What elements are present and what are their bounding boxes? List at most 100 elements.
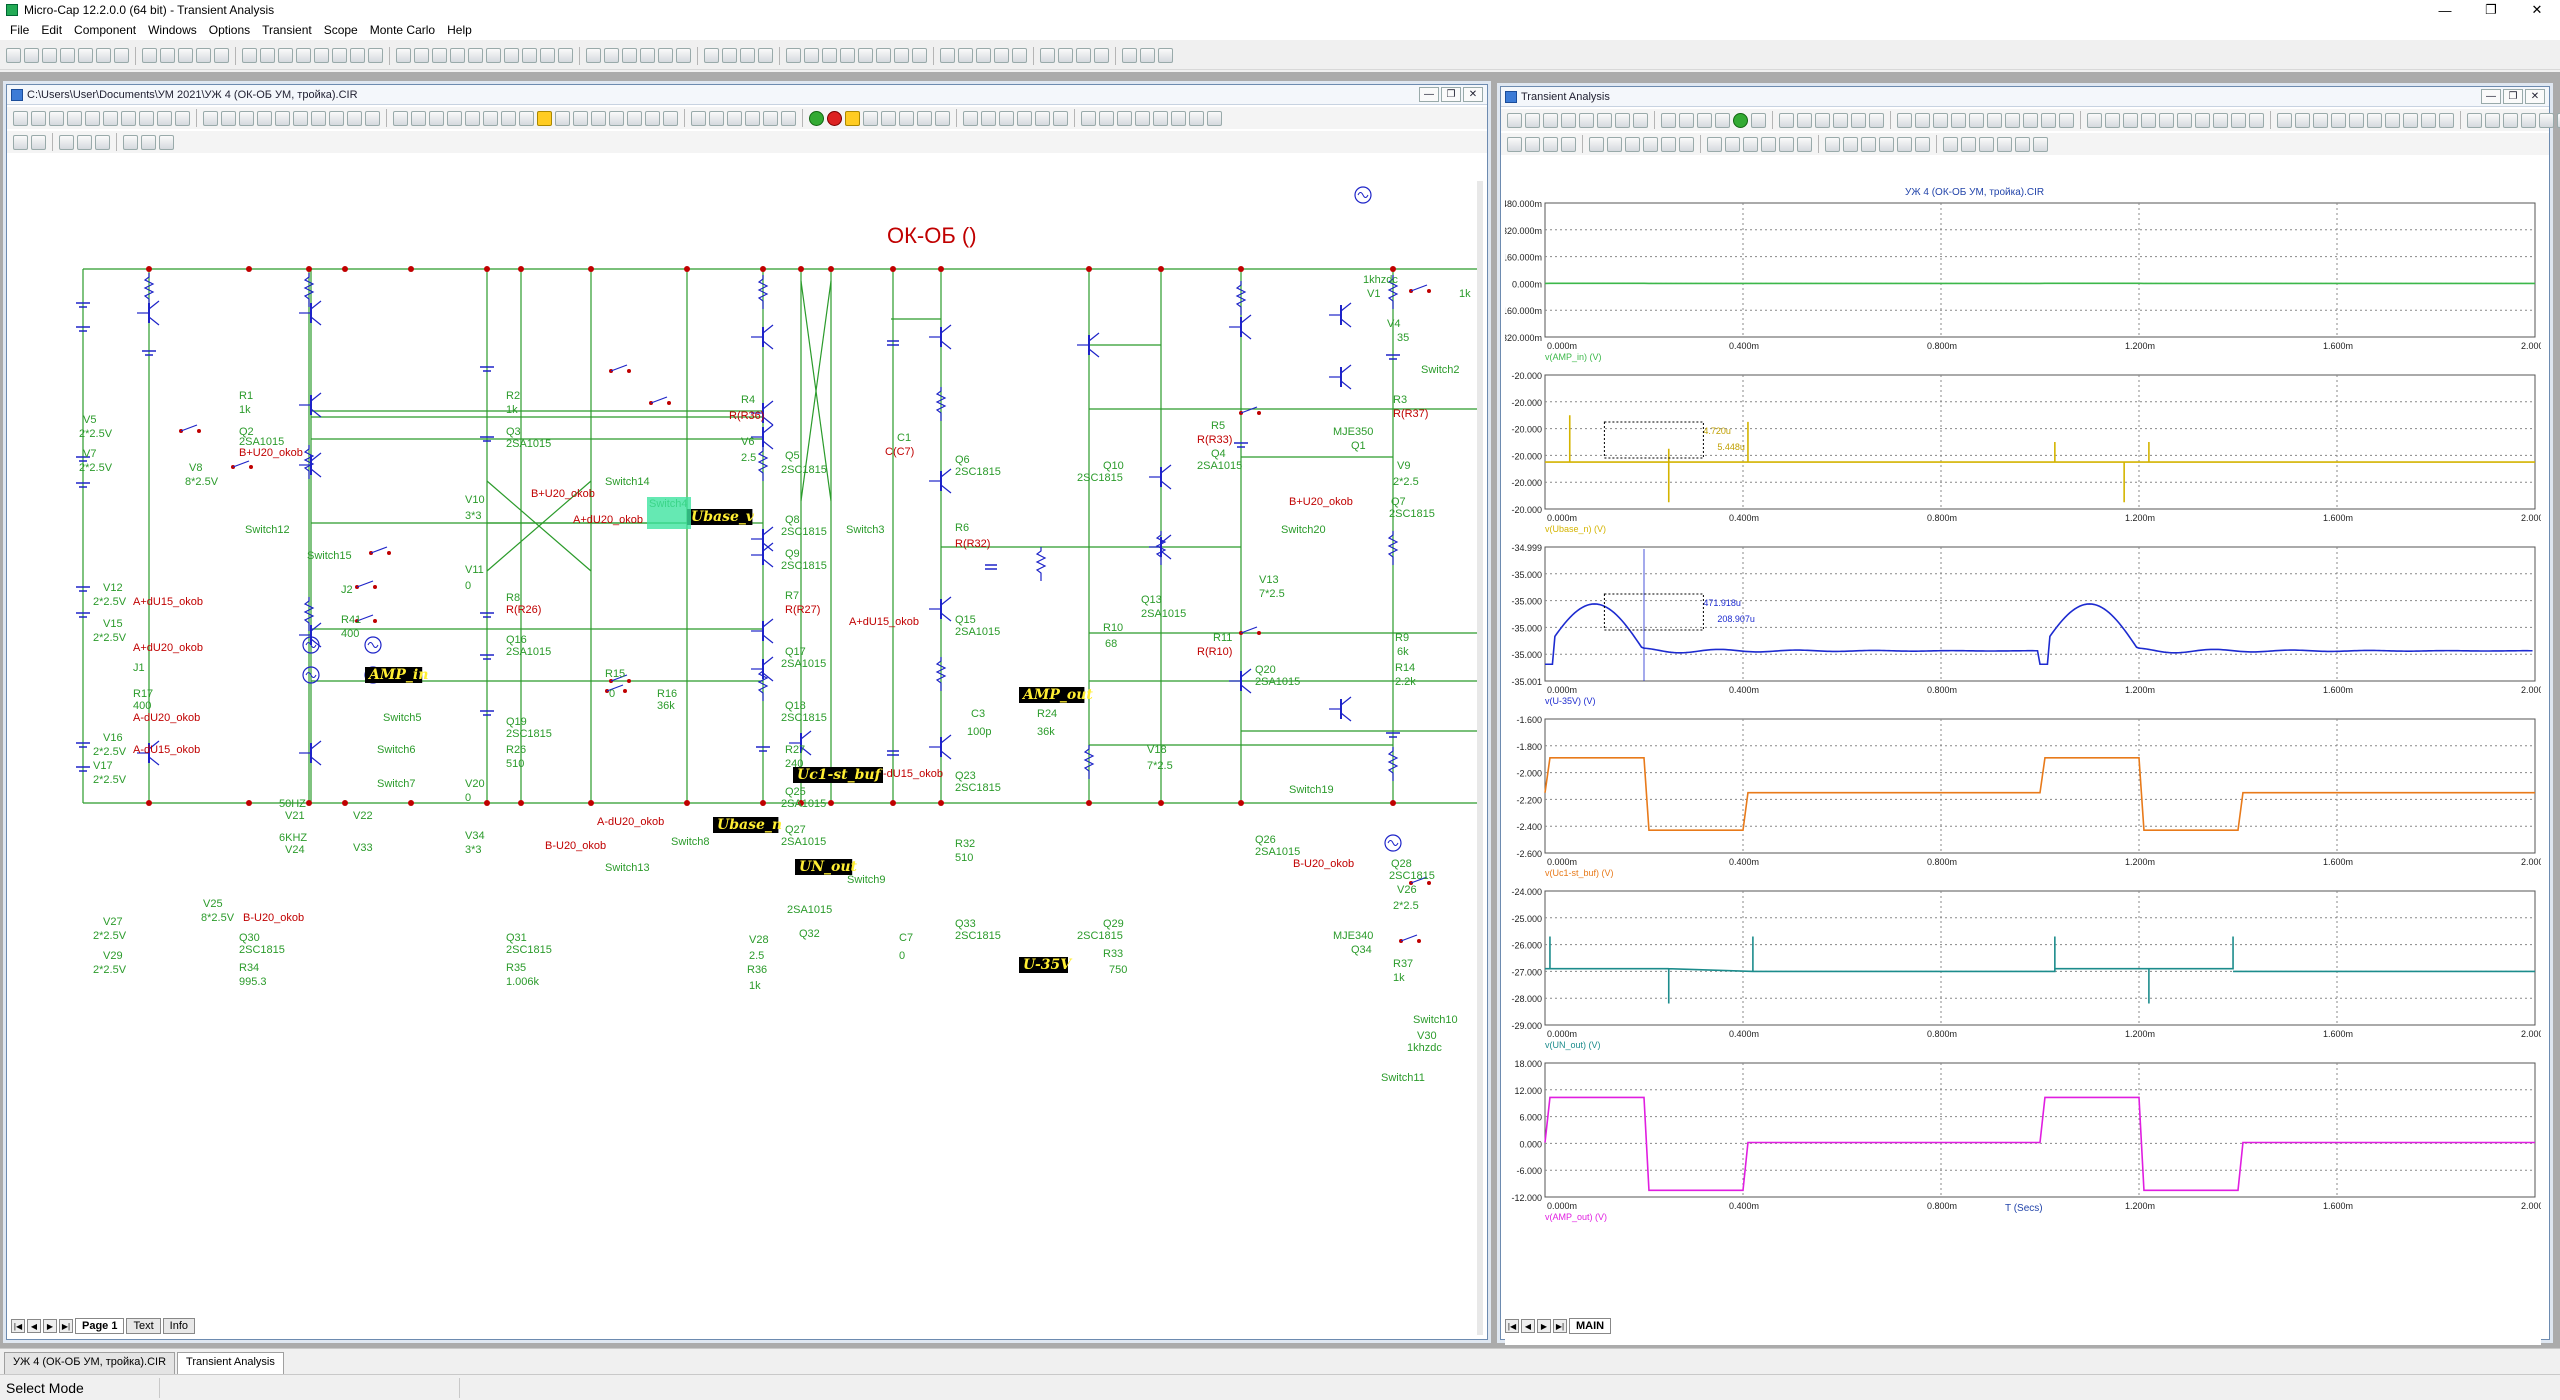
toolbar-button-icon[interactable] — [1997, 136, 2012, 152]
toolbar-button-icon[interactable] — [60, 48, 75, 63]
close-icon[interactable]: ✕ — [2531, 2, 2543, 17]
toolbar-button-icon[interactable] — [1053, 110, 1068, 126]
toolbar-button-icon[interactable] — [809, 110, 824, 126]
toolbar-button-icon[interactable] — [1058, 48, 1073, 63]
toolbar-button-icon[interactable] — [2277, 112, 2292, 128]
toolbar-button-icon[interactable] — [1525, 112, 1540, 128]
tab-text[interactable]: Text — [126, 1318, 161, 1334]
toolbar-button-icon[interactable] — [214, 48, 229, 63]
toolbar-button-icon[interactable] — [1707, 136, 1722, 152]
toolbar-button-icon[interactable] — [1561, 112, 1576, 128]
toolbar-button-icon[interactable] — [1607, 136, 1622, 152]
toolbar-button-icon[interactable] — [203, 110, 218, 126]
toolbar-button-icon[interactable] — [31, 110, 46, 126]
toolbar-button-icon[interactable] — [558, 48, 573, 63]
toolbar-button-icon[interactable] — [1879, 136, 1894, 152]
toolbar-button-icon[interactable] — [958, 48, 973, 63]
toolbar-button-icon[interactable] — [77, 134, 92, 150]
toolbar-button-icon[interactable] — [2059, 112, 2074, 128]
toolbar-button-icon[interactable] — [822, 48, 837, 63]
toolbar-button-icon[interactable] — [1779, 112, 1794, 128]
toolbar-button-icon[interactable] — [758, 48, 773, 63]
toolbar-button-icon[interactable] — [827, 110, 842, 126]
toolbar-button-icon[interactable] — [141, 134, 156, 150]
toolbar-button-icon[interactable] — [519, 110, 534, 126]
toolbar-button-icon[interactable] — [31, 134, 46, 150]
toolbar-button-icon[interactable] — [1035, 110, 1050, 126]
toolbar-button-icon[interactable] — [2367, 112, 2382, 128]
toolbar-button-icon[interactable] — [1833, 112, 1848, 128]
toolbar-button-icon[interactable] — [114, 48, 129, 63]
toolbar-button-icon[interactable] — [691, 110, 706, 126]
toolbar-button-icon[interactable] — [2439, 112, 2454, 128]
toolbar-button-icon[interactable] — [740, 48, 755, 63]
toolbar-button-icon[interactable] — [450, 48, 465, 63]
toolbar-button-icon[interactable] — [591, 110, 606, 126]
toolbar-button-icon[interactable] — [13, 110, 28, 126]
toolbar-button-icon[interactable] — [123, 134, 138, 150]
toolbar-button-icon[interactable] — [2331, 112, 2346, 128]
toolbar-button-icon[interactable] — [1081, 110, 1096, 126]
toolbar-button-icon[interactable] — [242, 48, 257, 63]
toolbar-button-icon[interactable] — [221, 110, 236, 126]
tab-info[interactable]: Info — [162, 1318, 196, 1334]
toolbar-button-icon[interactable] — [555, 110, 570, 126]
window-tab-analysis[interactable]: Transient Analysis — [177, 1352, 284, 1374]
toolbar-button-icon[interactable] — [1869, 112, 1884, 128]
toolbar-button-icon[interactable] — [1661, 112, 1676, 128]
toolbar-button-icon[interactable] — [981, 110, 996, 126]
toolbar-button-icon[interactable] — [429, 110, 444, 126]
toolbar-button-icon[interactable] — [2295, 112, 2310, 128]
toolbar-button-icon[interactable] — [347, 110, 362, 126]
next-page-icon[interactable]: ▶ — [1537, 1319, 1551, 1333]
toolbar-button-icon[interactable] — [13, 134, 28, 150]
toolbar-button-icon[interactable] — [1897, 136, 1912, 152]
toolbar-button-icon[interactable] — [1961, 136, 1976, 152]
toolbar-button-icon[interactable] — [1171, 110, 1186, 126]
toolbar-button-icon[interactable] — [1158, 48, 1173, 63]
toolbar-button-icon[interactable] — [78, 48, 93, 63]
toolbar-button-icon[interactable] — [1507, 136, 1522, 152]
toolbar-button-icon[interactable] — [432, 48, 447, 63]
toolbar-button-icon[interactable] — [1579, 112, 1594, 128]
toolbar-button-icon[interactable] — [940, 48, 955, 63]
toolbar-button-icon[interactable] — [1969, 112, 1984, 128]
toolbar-button-icon[interactable] — [1797, 136, 1812, 152]
restore-icon[interactable]: ❐ — [2485, 2, 2497, 17]
toolbar-button-icon[interactable] — [2503, 112, 2518, 128]
toolbar-button-icon[interactable] — [2195, 112, 2210, 128]
toolbar-button-icon[interactable] — [1725, 136, 1740, 152]
toolbar-button-icon[interactable] — [1207, 110, 1222, 126]
toolbar-button-icon[interactable] — [627, 110, 642, 126]
toolbar-button-icon[interactable] — [609, 110, 624, 126]
toolbar-button-icon[interactable] — [2213, 112, 2228, 128]
toolbar-button-icon[interactable] — [709, 110, 724, 126]
toolbar-button-icon[interactable] — [540, 48, 555, 63]
toolbar-button-icon[interactable] — [96, 48, 111, 63]
toolbar-button-icon[interactable] — [296, 48, 311, 63]
waveform-plots[interactable]: УЖ 4 (ОК-ОБ УМ, тройка).CIR480.000m320.0… — [1505, 183, 2541, 1345]
toolbar-button-icon[interactable] — [963, 110, 978, 126]
toolbar-button-icon[interactable] — [1825, 136, 1840, 152]
toolbar-button-icon[interactable] — [522, 48, 537, 63]
toolbar-button-icon[interactable] — [2385, 112, 2400, 128]
toolbar-button-icon[interactable] — [1597, 112, 1612, 128]
toolbar-button-icon[interactable] — [2033, 136, 2048, 152]
toolbar-button-icon[interactable] — [2349, 112, 2364, 128]
toolbar-button-icon[interactable] — [640, 48, 655, 63]
toolbar-button-icon[interactable] — [604, 48, 619, 63]
toolbar-button-icon[interactable] — [994, 48, 1009, 63]
toolbar-button-icon[interactable] — [645, 110, 660, 126]
toolbar-button-icon[interactable] — [1017, 110, 1032, 126]
toolbar-button-icon[interactable] — [311, 110, 326, 126]
restore-icon[interactable]: ❐ — [1441, 87, 1461, 102]
toolbar-button-icon[interactable] — [24, 48, 39, 63]
toolbar-button-icon[interactable] — [917, 110, 932, 126]
toolbar-button-icon[interactable] — [1122, 48, 1137, 63]
toolbar-button-icon[interactable] — [411, 110, 426, 126]
toolbar-button-icon[interactable] — [1140, 48, 1155, 63]
toolbar-button-icon[interactable] — [329, 110, 344, 126]
toolbar-button-icon[interactable] — [537, 110, 552, 126]
toolbar-button-icon[interactable] — [350, 48, 365, 63]
toolbar-button-icon[interactable] — [1525, 136, 1540, 152]
